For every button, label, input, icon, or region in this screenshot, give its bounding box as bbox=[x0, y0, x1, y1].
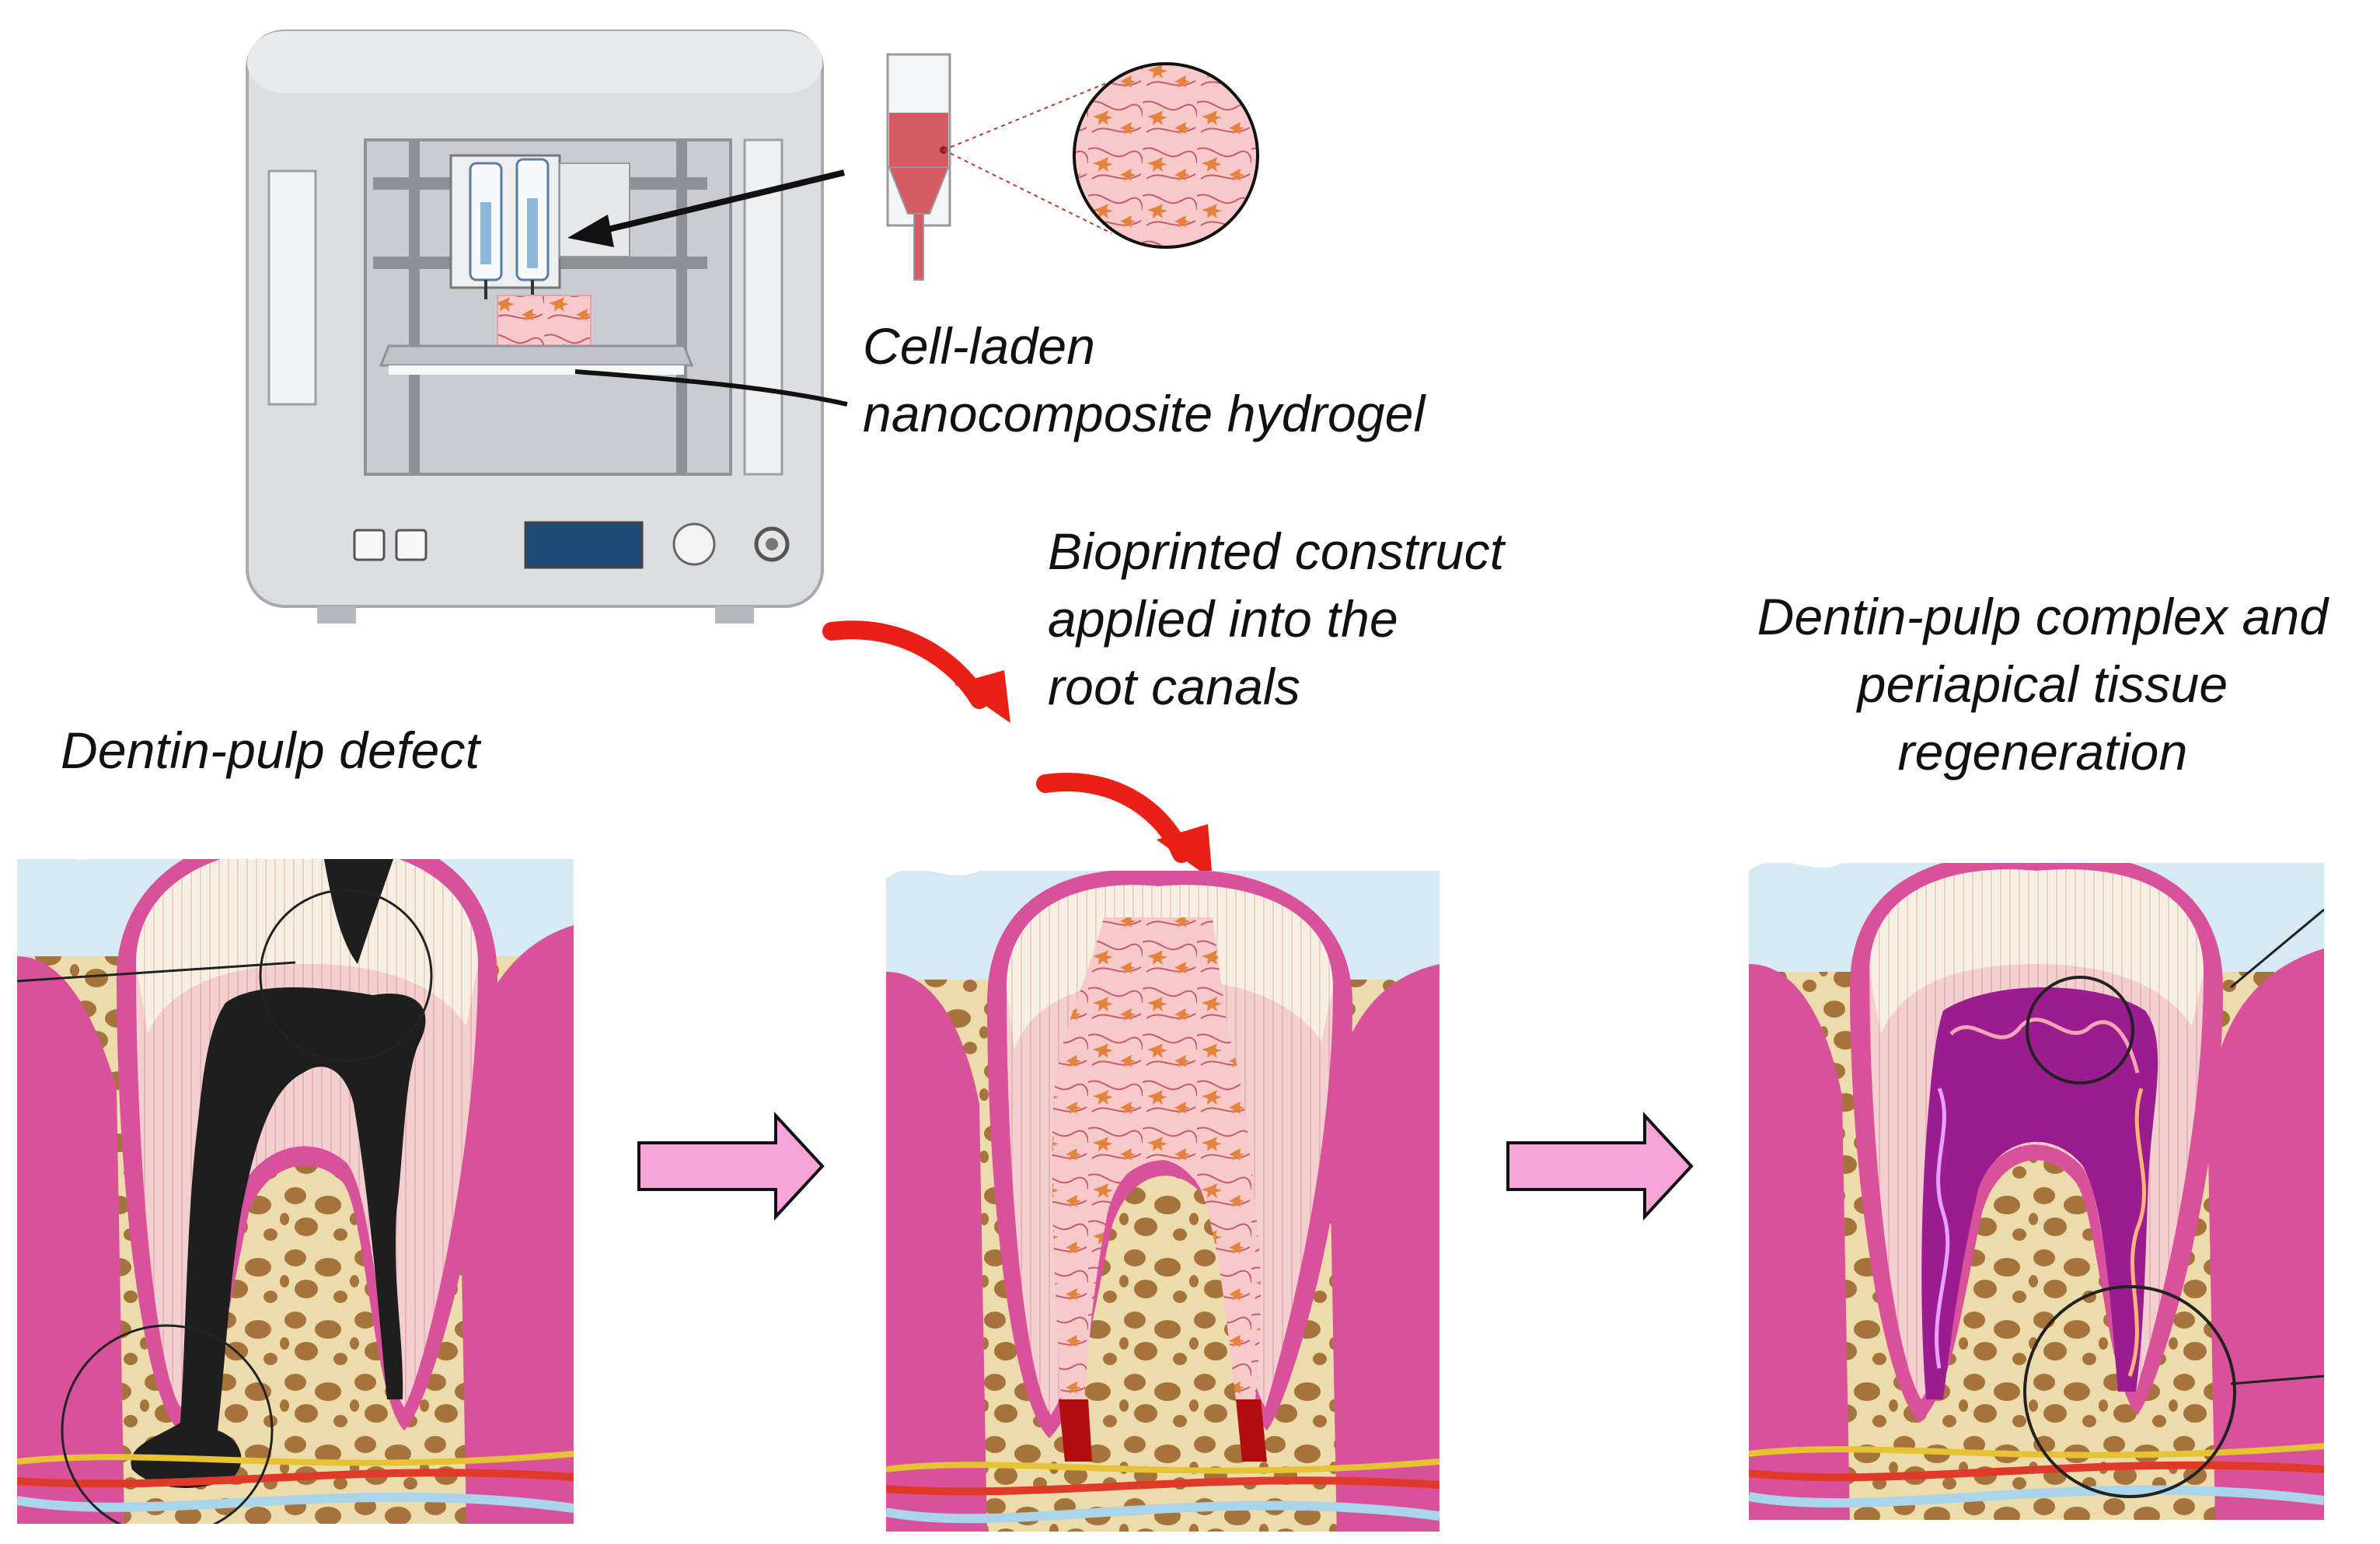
pointer-arrow-icon bbox=[567, 169, 848, 407]
tooth-panel-construct bbox=[886, 871, 1440, 1532]
bioprinter-icon bbox=[246, 30, 824, 624]
tooth-panel-defect bbox=[17, 859, 574, 1524]
pink-process-arrow-icon bbox=[637, 1111, 1694, 1221]
tooth-panel-regeneration bbox=[1749, 863, 2324, 1520]
magnified-hydrogel-icon bbox=[1073, 62, 1259, 249]
syringe-nozzle-icon bbox=[886, 53, 951, 281]
regeneration-label: Dentin-pulp complex and periapical tissu… bbox=[1757, 588, 2329, 781]
construct-label: Bioprinted construct applied into the ro… bbox=[1048, 522, 1505, 716]
red-curved-arrow-icon bbox=[822, 620, 1213, 880]
hydrogel-label: Cell-laden nanocomposite hydrogel bbox=[863, 317, 1426, 443]
defect-label: Dentin-pulp defect bbox=[61, 721, 480, 779]
